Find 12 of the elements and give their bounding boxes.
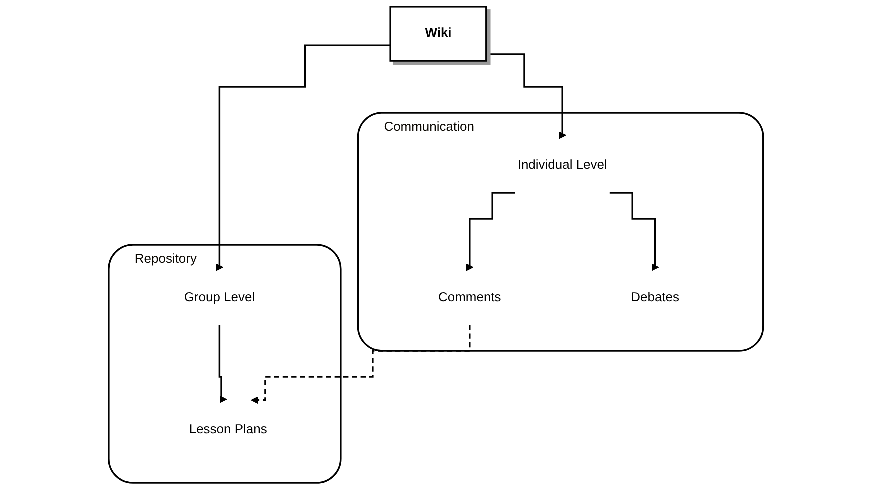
- node-text: Individual Level: [518, 158, 608, 173]
- node-text: Comments: [438, 290, 502, 305]
- arrow: [216, 44, 391, 272]
- node-text: Debates: [631, 290, 680, 305]
- arrow: [486, 54, 567, 140]
- node-text: Group Level: [184, 290, 256, 305]
- arrow: [252, 324, 472, 404]
- node-text: Lesson Plans: [190, 422, 268, 437]
- arrow: [610, 192, 660, 272]
- arrow: [466, 192, 516, 272]
- arrow: [219, 324, 228, 404]
- node-box: Wiki: [390, 6, 488, 62]
